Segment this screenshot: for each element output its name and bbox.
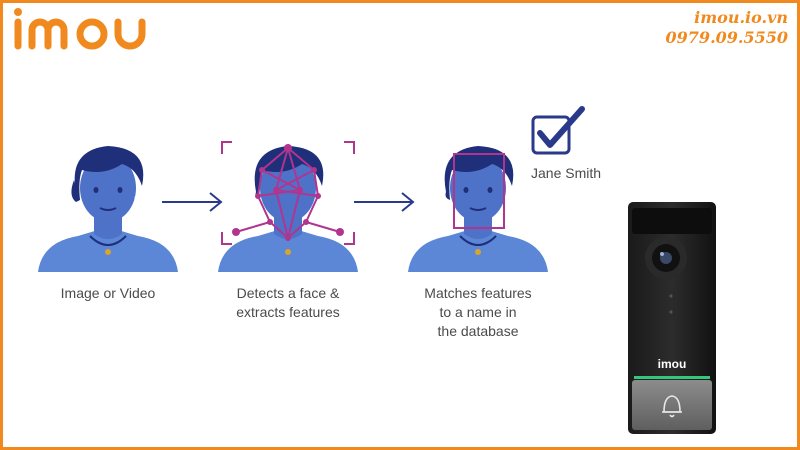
step-caption-1: Image or Video — [60, 285, 156, 301]
contact-info: imou.io.vn 0979.09.5550 — [666, 8, 788, 48]
step-image-or-video — [38, 140, 178, 272]
phone-number[interactable]: 0979.09.5550 — [665, 28, 788, 47]
step-match-features — [408, 140, 548, 272]
arrow-right-icon — [162, 192, 223, 212]
matched-name: Jane Smith — [531, 165, 602, 181]
step-detect-face — [218, 140, 358, 272]
arrow-right-icon — [354, 192, 415, 212]
device-logo: imou — [658, 357, 687, 371]
checkmark-icon — [531, 106, 585, 155]
face-box-portrait-icon — [408, 146, 548, 272]
website-text[interactable]: imou.io.vn — [694, 8, 788, 27]
face-mesh-portrait-icon — [218, 141, 358, 272]
video-doorbell-device: imou — [628, 202, 716, 434]
step-caption-3: Matches features to a name in the databa… — [424, 285, 532, 339]
bell-icon[interactable] — [662, 395, 682, 418]
imou-logo — [14, 8, 146, 50]
person-portrait-icon — [38, 146, 178, 272]
step-caption-2: Detects a face & extracts features — [236, 285, 340, 320]
